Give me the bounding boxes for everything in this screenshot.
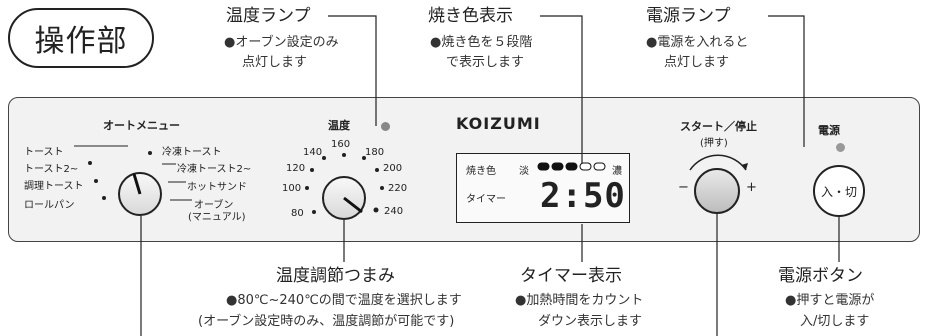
temp-lamp-callout-title: 温度ランプ <box>226 6 311 26</box>
auto-menu-item-cooking-toast: 調理トースト <box>24 181 84 192</box>
browning-dark-label: 濃 <box>612 166 622 177</box>
browning-segment <box>551 162 564 171</box>
browning-label: 焼き色 <box>466 166 496 177</box>
browning-segment <box>565 162 578 171</box>
section-title: 操作部 <box>8 8 154 68</box>
auto-menu-item-toast: トースト <box>24 147 64 158</box>
temp-lamp-callout-note-2: 点灯します <box>242 55 308 70</box>
auto-menu-item-oven: オーブン <box>194 200 234 211</box>
browning-segment <box>537 162 550 171</box>
temp-dot-200 <box>375 168 379 172</box>
temp-dot-180 <box>362 156 366 160</box>
temp-lamp-leader <box>328 15 377 126</box>
temp-lamp-callout-note-1: ●オーブン設定のみ <box>224 35 339 50</box>
temp-tick-180: 180 <box>365 147 385 158</box>
auto-knob-pointer <box>132 173 142 195</box>
temp-knob-callout-title: 温度調節つまみ <box>276 266 395 286</box>
menu-dot-frozen <box>148 151 152 155</box>
start-dial-arrow <box>741 163 748 170</box>
temperature-lamp <box>381 122 390 131</box>
auto-menu-item-frozen-toast-2: 冷凍トースト2~ <box>177 164 252 175</box>
temp-dot-240 <box>373 207 379 213</box>
temp-tick-160: 160 <box>331 139 351 150</box>
menu-dot-roll <box>102 196 106 200</box>
menu-dot-cooking <box>94 179 98 183</box>
timer-label: タイマー <box>466 194 506 205</box>
power-lamp-callout-note-1: ●電源を入れると <box>646 35 749 50</box>
browning-segment <box>579 162 592 171</box>
browning-callout-note-2: で表示します <box>446 55 525 70</box>
temp-tick-200: 200 <box>383 163 403 174</box>
menu-dot-toast-2 <box>88 161 92 165</box>
browning-indicator <box>537 162 606 171</box>
auto-menu-item-hot-sandwich: ホットサンド <box>187 182 247 193</box>
temperature-title: 温度 <box>328 119 350 132</box>
power-lamp <box>836 143 845 152</box>
start-minus-label: − <box>678 180 689 195</box>
temp-knob-pointer <box>343 196 363 214</box>
temp-tick-100: 100 <box>282 183 302 194</box>
power-lamp-leader <box>768 15 805 147</box>
power-button-callout-note-2: 入/切します <box>800 314 870 329</box>
auto-menu-title: オートメニュー <box>103 119 180 132</box>
temp-dot-120 <box>310 168 314 172</box>
power-lamp-callout-note-2: 点灯します <box>664 55 730 70</box>
temp-dot-220 <box>380 186 384 190</box>
power-button-callout-title: 電源ボタン <box>778 266 863 286</box>
browning-leader <box>540 15 583 165</box>
temp-tick-80: 80 <box>291 208 304 219</box>
temp-knob-callout-note-1: ●80℃~240℃の間で温度を選択します <box>226 293 462 308</box>
start-stop-title: スタート／停止 <box>680 120 757 133</box>
browning-light-label: 淡 <box>519 166 529 177</box>
temp-dot-160 <box>342 153 346 157</box>
timer-display-callout-title: タイマー表示 <box>520 266 622 286</box>
start-stop-knob[interactable] <box>694 168 740 214</box>
auto-menu-item-toast-2: トースト2~ <box>24 164 79 175</box>
start-dial-arc <box>689 154 747 171</box>
temp-dot-100 <box>305 186 309 190</box>
start-stop-subtitle: (押す) <box>700 138 728 149</box>
temp-tick-140: 140 <box>303 147 323 158</box>
timer-display-callout-note-2: ダウン表示します <box>538 314 643 329</box>
browning-segment <box>593 162 606 171</box>
temp-tick-240: 240 <box>384 206 404 217</box>
browning-callout-note-1: ●焼き色を５段階 <box>430 35 533 50</box>
power-lamp-callout-title: 電源ランプ <box>646 6 731 26</box>
power-title: 電源 <box>818 124 840 137</box>
auto-menu-item-oven-manual: (マニュアル) <box>188 212 246 223</box>
temp-tick-120: 120 <box>286 163 306 174</box>
temp-dot-80 <box>312 210 316 214</box>
timer-display-callout-note-1: ●加熱時間をカウント <box>515 293 644 308</box>
timer-time: 2:50 <box>540 176 626 216</box>
power-button-callout-note-1: ●押すと電源が <box>785 293 875 308</box>
auto-menu-item-roll-bread: ロールパン <box>24 200 75 211</box>
temp-tick-220: 220 <box>388 183 408 194</box>
temp-knob-callout-note-2: (オーブン設定時のみ、温度調節が可能です) <box>198 314 455 329</box>
temp-dot-140 <box>322 156 326 160</box>
power-button[interactable]: 入・切 <box>813 165 865 217</box>
brand-logo: KOIZUMI <box>456 114 541 133</box>
browning-callout-title: 焼き色表示 <box>428 6 513 26</box>
auto-menu-item-frozen-toast: 冷凍トースト <box>162 147 222 158</box>
start-plus-label: + <box>746 180 757 195</box>
auto-menu-knob[interactable] <box>118 172 162 216</box>
